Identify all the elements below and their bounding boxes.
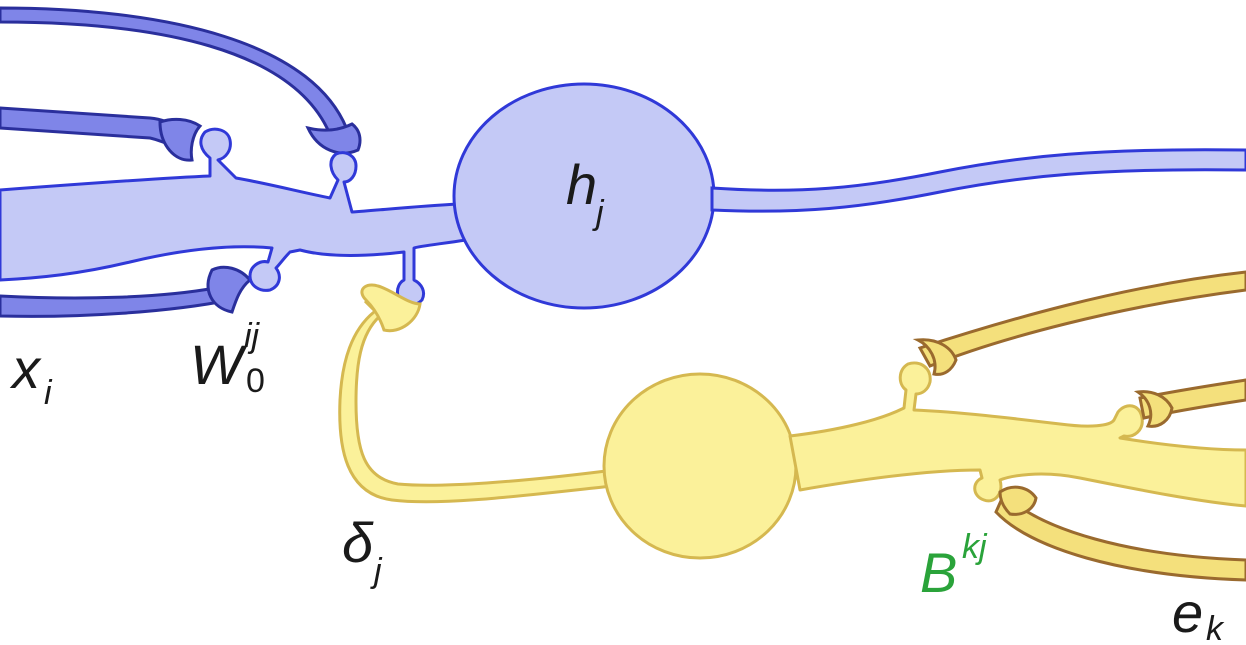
bottom-input-axon — [0, 288, 230, 316]
label-w-sup: ij — [244, 317, 261, 355]
label-h-base: h — [566, 153, 597, 216]
feedback-axon — [340, 296, 614, 501]
label-x-base: x — [9, 337, 42, 400]
label-b-sup: kj — [962, 528, 988, 566]
feedback-neuron-soma — [604, 374, 796, 558]
top-axon-terminal — [308, 124, 360, 153]
label-delta-base: δ — [342, 511, 374, 574]
error-axon-top — [920, 272, 1246, 366]
mid-axon-terminal — [160, 119, 200, 160]
label-w-sub: 0 — [246, 362, 265, 400]
label-w: W ij 0 — [190, 317, 265, 400]
mid-input-axon — [0, 108, 180, 146]
bottom-axon-terminal — [208, 267, 250, 312]
label-e-sub: k — [1206, 610, 1225, 645]
label-delta: δ j — [342, 511, 383, 590]
forward-pathway — [0, 8, 1246, 316]
label-e-base: e — [1172, 581, 1203, 644]
feedback-dendrite-tree — [790, 363, 1246, 506]
label-b: B kj — [920, 528, 988, 604]
label-e: e k — [1172, 581, 1225, 645]
error-axon-bottom-terminal — [1000, 487, 1036, 514]
hidden-neuron-axon — [712, 150, 1246, 212]
label-x-sub: i — [44, 374, 53, 412]
label-b-base: B — [920, 541, 957, 604]
label-x: x i — [9, 337, 53, 412]
label-w-base: W — [190, 333, 248, 396]
feedback-pathway — [340, 272, 1246, 580]
